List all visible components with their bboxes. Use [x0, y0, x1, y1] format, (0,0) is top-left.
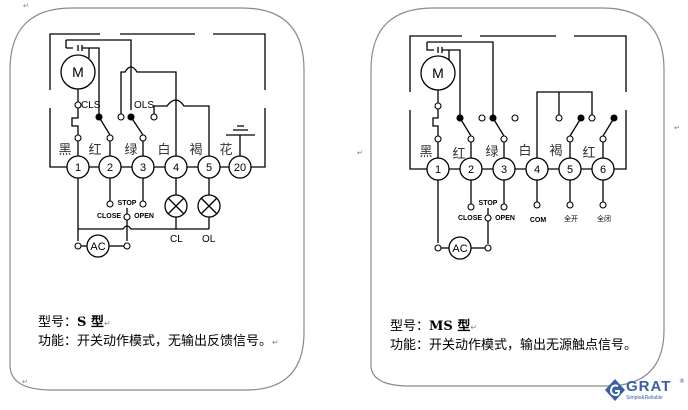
svg-text:6: 6 — [600, 164, 606, 176]
terminal-4: 4白 — [518, 143, 549, 181]
cl-label: CL — [170, 234, 183, 245]
caption-s: 型号：S 型↵ 功能：开关动作模式，无输出反馈信号。↵ — [38, 314, 279, 352]
control-circuit-ms: STOP CLOSE OPEN COM 全开 全闭 AC — [434, 180, 611, 260]
control-circuit-s: STOP CLOSE OPEN CL OL AC — [74, 178, 221, 258]
paragraph-mark: ↵ — [22, 378, 28, 386]
svg-text:1: 1 — [435, 164, 441, 176]
wire-color-label: 花 — [219, 142, 232, 158]
paragraph-mark: ↵ — [23, 2, 29, 10]
caption-ms: 型号：MS 型↵ 功能：开关动作模式，输出无源触点信号。 — [390, 318, 637, 355]
terminal-strip-s: 1黑 2红 3绿 4白 5褐 20花 — [58, 142, 252, 179]
paragraph-mark: ↵ — [357, 149, 363, 157]
terminal-2: 2红 — [452, 146, 483, 181]
logo-tagline: Simple&Reliable — [626, 395, 663, 401]
terminal-3: 3绿 — [124, 143, 155, 179]
registered-mark: ® — [679, 378, 685, 385]
full-open-label: 全开 — [564, 214, 578, 223]
terminal-1: 1黑 — [419, 145, 450, 181]
open-label: OPEN — [495, 215, 515, 222]
svg-text:2: 2 — [107, 162, 113, 174]
stop-label: STOP — [118, 200, 137, 207]
frame-s — [9, 7, 305, 391]
wire-color-label: 褐 — [189, 143, 202, 158]
full-close-label: 全闭 — [597, 214, 611, 223]
grat-logo: GRAT ® Simple&Reliable — [604, 378, 688, 406]
ac-label: AC — [452, 243, 467, 255]
wire-color-label: 白 — [157, 142, 170, 158]
wire-color-label: 绿 — [485, 145, 498, 160]
wire-color-label: 黑 — [58, 143, 71, 158]
wire-color-label: 红 — [582, 145, 595, 161]
function-line: 功能：开关动作模式，输出无源触点信号。 — [390, 338, 638, 353]
terminal-5: 5褐 — [549, 144, 582, 181]
open-label: OPEN — [134, 213, 154, 220]
model-line: 型号：S 型↵ — [38, 315, 111, 330]
motor-label: M — [432, 65, 444, 81]
terminal-1: 1黑 — [58, 143, 90, 179]
ac-label: AC — [90, 241, 105, 253]
motor-label: M — [72, 64, 84, 80]
svg-text:2: 2 — [468, 164, 474, 176]
terminal-6: 6红 — [582, 145, 615, 181]
svg-text:20: 20 — [234, 162, 246, 174]
wire-color-label: 红 — [88, 142, 101, 158]
wire-color-label: 白 — [518, 143, 531, 159]
wire-color-label: 绿 — [124, 143, 137, 158]
paragraph-mark: ↵ — [674, 124, 680, 132]
terminal-2: 2红 — [88, 142, 122, 179]
svg-text:1: 1 — [75, 162, 81, 174]
stop-label: STOP — [479, 200, 498, 207]
cls-label: CLS — [81, 100, 101, 111]
terminal-5: 5褐 — [189, 143, 221, 179]
frame-ms — [370, 7, 665, 387]
svg-text:5: 5 — [206, 162, 212, 174]
close-label: CLOSE — [97, 213, 121, 220]
wire-color-label: 褐 — [549, 144, 562, 159]
wire-color-label: 黑 — [419, 145, 432, 160]
ol-label: OL — [202, 234, 216, 245]
terminal-3: 3绿 — [485, 145, 516, 181]
svg-text:4: 4 — [534, 164, 540, 176]
svg-text:4: 4 — [173, 162, 179, 174]
terminal-4: 4白 — [157, 142, 188, 179]
wire-color-label: 红 — [452, 146, 465, 162]
logo-brand: GRAT — [626, 378, 672, 395]
svg-text:3: 3 — [140, 162, 146, 174]
terminal-20: 20花 — [219, 142, 252, 179]
model-line: 型号：MS 型↵ — [390, 319, 478, 334]
lamp-cl — [164, 194, 188, 218]
terminal-strip-ms: 1黑 2红 3绿 4白 5褐 6红 — [419, 143, 615, 181]
function-line: 功能：开关动作模式，无输出反馈信号。↵ — [38, 334, 279, 349]
ols-label: OLS — [134, 100, 154, 111]
svg-text:5: 5 — [567, 164, 573, 176]
close-label: CLOSE — [458, 215, 482, 222]
svg-text:3: 3 — [501, 164, 507, 176]
diagram-s: M CLS OLS — [9, 7, 305, 391]
com-label: COM — [530, 217, 547, 224]
diagram-ms: M — [370, 7, 665, 387]
model-value: MS 型 — [429, 319, 471, 334]
lamp-ol — [197, 194, 221, 218]
grat-logo-icon — [605, 379, 625, 401]
model-value: S 型 — [77, 315, 104, 330]
